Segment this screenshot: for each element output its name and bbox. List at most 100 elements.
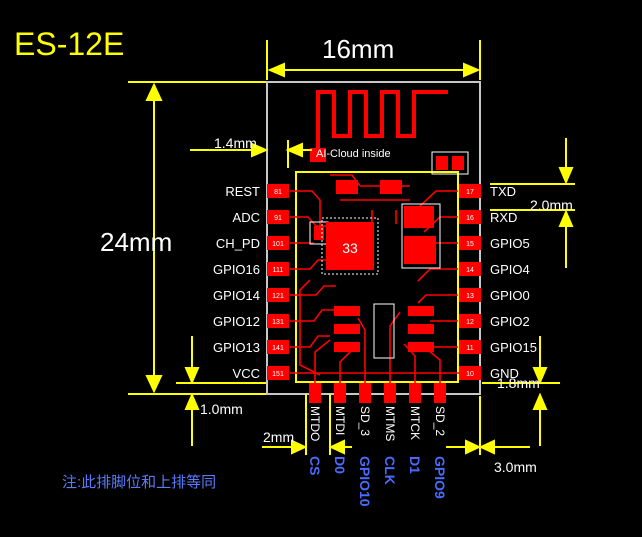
left-pin-number: 151 (272, 371, 284, 378)
right-pin-number: 14 (466, 267, 474, 274)
component-outline (431, 151, 469, 175)
passive-components (334, 303, 434, 359)
left-pin-number: 141 (272, 345, 284, 352)
right-pin-number: 15 (466, 241, 474, 248)
bottom-pin-name: MTCK (408, 406, 422, 440)
left-pin-number: 91 (274, 215, 282, 222)
bottom-pin-pad (409, 383, 421, 403)
bottom-pin-name: MTDI (333, 406, 347, 435)
right-pin-label: GND (490, 366, 519, 381)
right-pin-label: GPIO2 (490, 314, 530, 329)
component-pad (380, 180, 402, 194)
left-pin-pad (267, 210, 289, 224)
bottom-pin-name: MTMS (383, 406, 397, 441)
bottom-pin-name: SD_2 (433, 406, 447, 436)
left-pin-label: ADC (233, 210, 260, 225)
left-pin-pad (267, 184, 289, 198)
left-pin-label: GPIO16 (213, 262, 260, 277)
right-pin-pad (459, 184, 481, 198)
note-text: 注:此排脚位和上排等同 (62, 473, 216, 491)
right-pin-label: GPIO5 (490, 236, 530, 251)
left-pin-pad (267, 262, 289, 276)
right-pin-column: 17 TXD 16 RXD 15 GPIO5 14 GPIO4 13 GPIO0 12 GPIO2 11… (459, 184, 537, 381)
left-pin-number: 131 (272, 319, 284, 326)
right-pin-number: 10 (466, 371, 474, 378)
bottom-pin-name: MTDO (308, 406, 322, 441)
left-pin-column: 81 REST 91 ADC 101 CH_PD 111 GPIO16 121 GPIO14 131… (213, 184, 289, 381)
bottom-pin-pad (434, 383, 446, 403)
right-pin-pad (459, 340, 481, 354)
left-pin-label: VCC (233, 366, 260, 381)
right-pin-number: 17 (466, 189, 474, 196)
right-pin-pad (459, 236, 481, 250)
bottom-left-margin-label: 1.0mm (200, 401, 243, 417)
left-pin-label: GPIO14 (213, 288, 260, 303)
bottom-pin-alt: CLK (382, 456, 398, 485)
bottom-right-margin-label: 1.8mm (497, 375, 540, 391)
component-pad (452, 156, 464, 170)
dimension-lines (128, 40, 575, 455)
right-pin-pad (459, 314, 481, 328)
right-pin-pad (459, 210, 481, 224)
bottom-pin-pad (334, 383, 346, 403)
pcb-traces (290, 174, 460, 384)
component-pad (436, 156, 448, 170)
bottom-pin-pad (309, 383, 321, 403)
crystal-pad (404, 206, 434, 228)
left-pin-pad (267, 340, 289, 354)
bottom-pin-alt: CS (307, 456, 323, 475)
left-pin-label: CH_PD (216, 236, 260, 251)
right-pin-label: TXD (490, 184, 516, 199)
bottom-pin-alt: GPIO10 (357, 456, 373, 507)
bottom-pin-alt: D0 (332, 456, 348, 474)
right-pin-number: 13 (466, 293, 474, 300)
right-pin-label: GPIO0 (490, 288, 530, 303)
bottom-right-offset-label: 3.0mm (494, 459, 537, 475)
right-pin-number: 11 (466, 345, 473, 352)
bottom-pin-alt: GPIO9 (432, 456, 448, 499)
right-pin-label: GPIO4 (490, 262, 530, 277)
left-pin-pad (267, 314, 289, 328)
bottom-pin-alt: D1 (407, 456, 423, 474)
right-pin-pad (459, 288, 481, 302)
right-pin-label: GPIO15 (490, 340, 537, 355)
left-pin-pad (267, 236, 289, 250)
left-pin-number: 81 (274, 189, 282, 196)
left-pin-number: 121 (272, 293, 284, 300)
left-pin-pad (267, 366, 289, 380)
left-pin-pad (267, 288, 289, 302)
flash-pad (404, 236, 436, 264)
right-pin-pad (459, 262, 481, 276)
chip-outline (321, 217, 379, 275)
bottom-pin-pad (359, 383, 371, 403)
antenna-offset-label: 1.4mm (214, 135, 257, 151)
component-outline (401, 203, 441, 269)
width-dimension-label: 16mm (322, 34, 394, 64)
antenna-feed-pad (310, 148, 326, 162)
height-dimension-label: 24mm (100, 227, 172, 257)
antenna-trace (316, 90, 448, 150)
left-pin-label: GPIO12 (213, 314, 260, 329)
left-pin-label: REST (225, 184, 260, 199)
component-pad (314, 226, 324, 240)
bottom-pin-pad (384, 383, 396, 403)
pin-pitch-label: 2.0mm (530, 197, 573, 213)
left-pin-number: 111 (273, 267, 284, 274)
left-pin-number: 101 (272, 241, 284, 248)
bottom-pin-pitch-label: 2mm (263, 429, 294, 445)
main-chip (326, 222, 374, 270)
right-pin-pad (459, 366, 481, 380)
bottom-pin-name: SD_3 (358, 406, 372, 436)
right-pin-number: 16 (466, 215, 474, 222)
chip-label: 33 (342, 240, 358, 256)
module-title: ES-12E (14, 26, 124, 62)
shield-outline (295, 171, 459, 383)
component-pad (336, 180, 358, 194)
antenna-label: AI-Cloud inside (316, 148, 391, 160)
left-pin-label: GPIO13 (213, 340, 260, 355)
right-pin-number: 12 (466, 319, 474, 326)
right-pin-label: RXD (490, 210, 517, 225)
